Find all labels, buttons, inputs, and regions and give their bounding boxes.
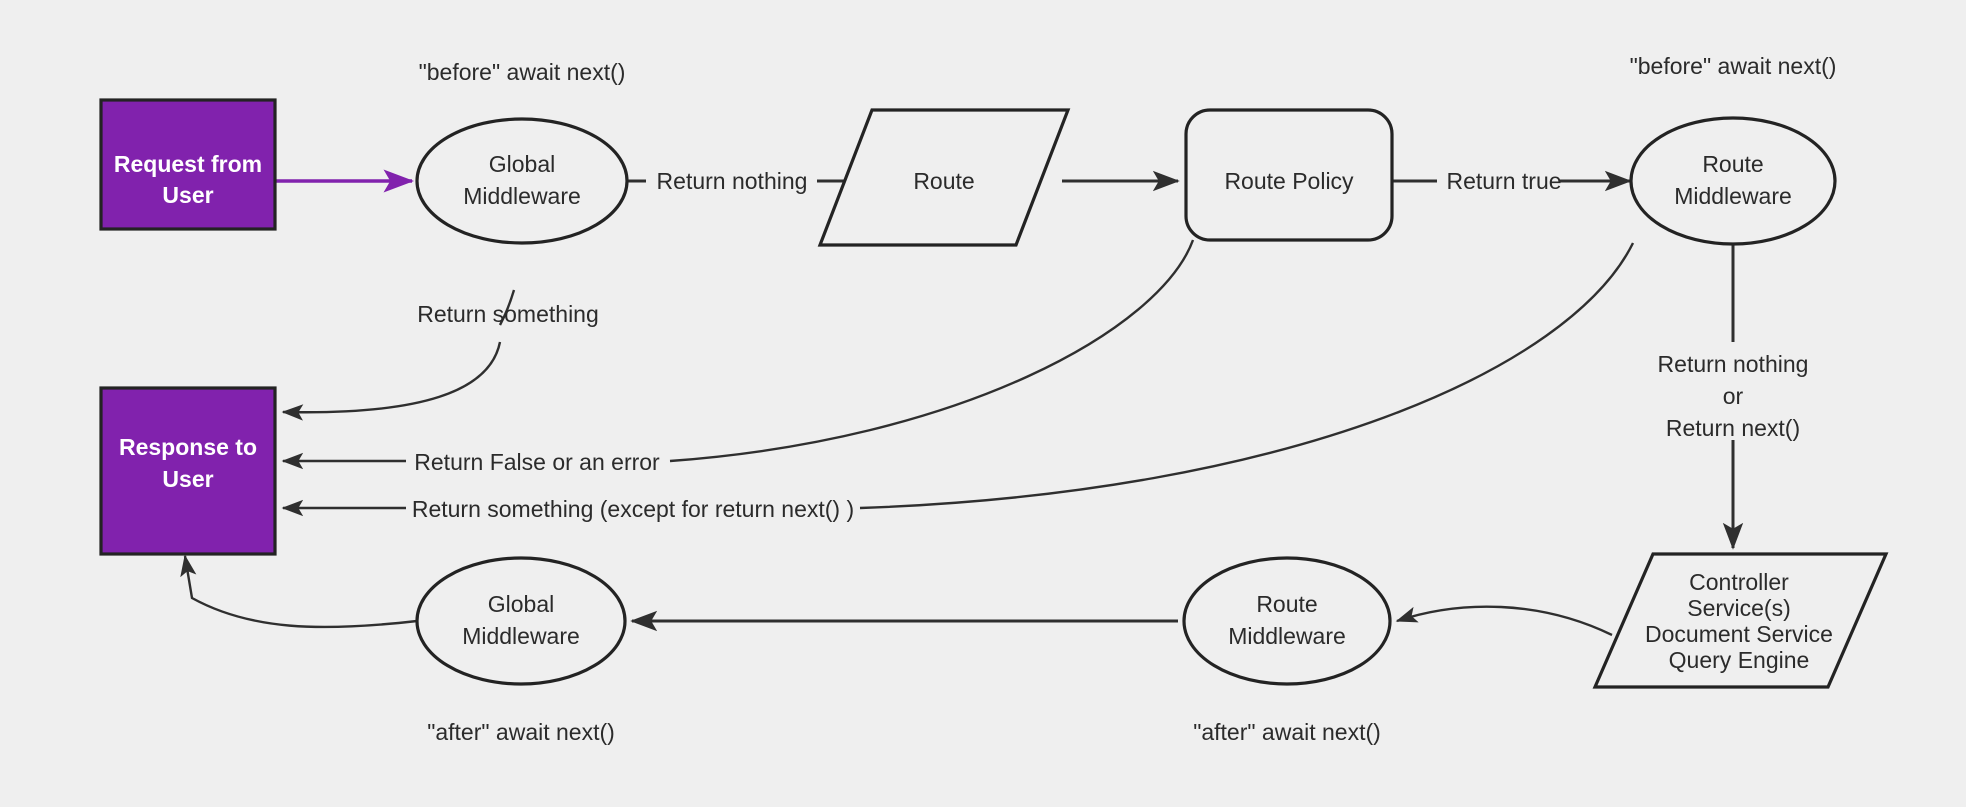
annotation-after-await-next-route: "after" await next() [1193,719,1381,745]
edge-label-return-something-except-next: Return something (except for return next… [412,496,854,522]
annotation-before-await-next-route: "before" await next() [1630,53,1837,79]
route-middleware-bottom-ellipse [1182,556,1392,686]
edge-global-middleware-bottom-to-response [180,554,418,629]
route-middleware-bottom-line1: Route [1256,591,1317,617]
route-middleware-top-line1: Route [1702,151,1763,177]
route-policy-box [1184,108,1394,242]
node-route-policy[interactable]: Route Policy [1184,108,1394,242]
node-route-middleware-top[interactable]: Route Middleware [1629,116,1837,246]
global-middleware-top-line2: Middleware [463,183,581,209]
edge-label-return-nothing: Return nothing [657,168,808,194]
request-from-user-line2: User [162,182,213,208]
response-to-user-box [99,386,277,556]
controller-stack-line3: Document Service [1645,621,1833,647]
route-parallelogram [817,108,1071,247]
controller-stack-line1: Controller [1689,569,1789,595]
global-middleware-bottom-ellipse [415,556,627,686]
edge-controller-to-route-middleware-bottom [1395,605,1613,637]
global-middleware-top-ellipse [415,117,629,245]
edge-label-return-nothing-or-next-1: Return nothing [1658,351,1809,377]
edge-label-return-nothing-or-next-3: Return next() [1666,415,1800,441]
edge-global-middleware-return-something-stub [498,289,516,326]
controller-stack-line2: Service(s) [1687,595,1791,621]
route-policy-label: Route Policy [1224,168,1354,194]
route-label: Route [913,168,974,194]
route-middleware-top-ellipse [1629,116,1837,246]
node-route-middleware-bottom[interactable]: Route Middleware [1182,556,1392,686]
node-route[interactable]: Route [817,108,1071,247]
edge-label-return-something-global: Return something [417,301,599,327]
global-middleware-top-line1: Global [489,151,555,177]
edge-route-policy-return-false-right [669,239,1195,463]
response-to-user-line1: Response to [119,434,257,460]
controller-stack-parallelogram [1592,552,1889,689]
edge-label-return-true: Return true [1446,168,1561,194]
annotation-before-await-next-global: "before" await next() [419,59,626,85]
edge-route-middleware-return-something-right [859,242,1635,510]
node-response-to-user[interactable]: Response to User [99,386,277,556]
annotation-after-await-next-global: "after" await next() [427,719,615,745]
request-from-user-line1: Request from [114,151,262,177]
request-from-user-box [99,98,277,231]
node-global-middleware-bottom[interactable]: Global Middleware [415,556,627,686]
edge-return-something-to-response [281,341,502,421]
route-middleware-bottom-line2: Middleware [1228,623,1346,649]
controller-stack-line4: Query Engine [1669,647,1810,673]
global-middleware-bottom-line1: Global [488,591,554,617]
node-global-middleware-top[interactable]: Global Middleware [415,117,629,245]
node-request-from-user[interactable]: Request from User [99,98,277,231]
edge-label-return-nothing-or-next-2: or [1723,383,1744,409]
global-middleware-bottom-line2: Middleware [462,623,580,649]
response-to-user-line2: User [162,466,213,492]
node-controller-stack[interactable]: Controller Service(s) Document Service Q… [1592,552,1889,689]
edge-label-return-false-or-error: Return False or an error [414,449,660,475]
route-middleware-top-line2: Middleware [1674,183,1792,209]
